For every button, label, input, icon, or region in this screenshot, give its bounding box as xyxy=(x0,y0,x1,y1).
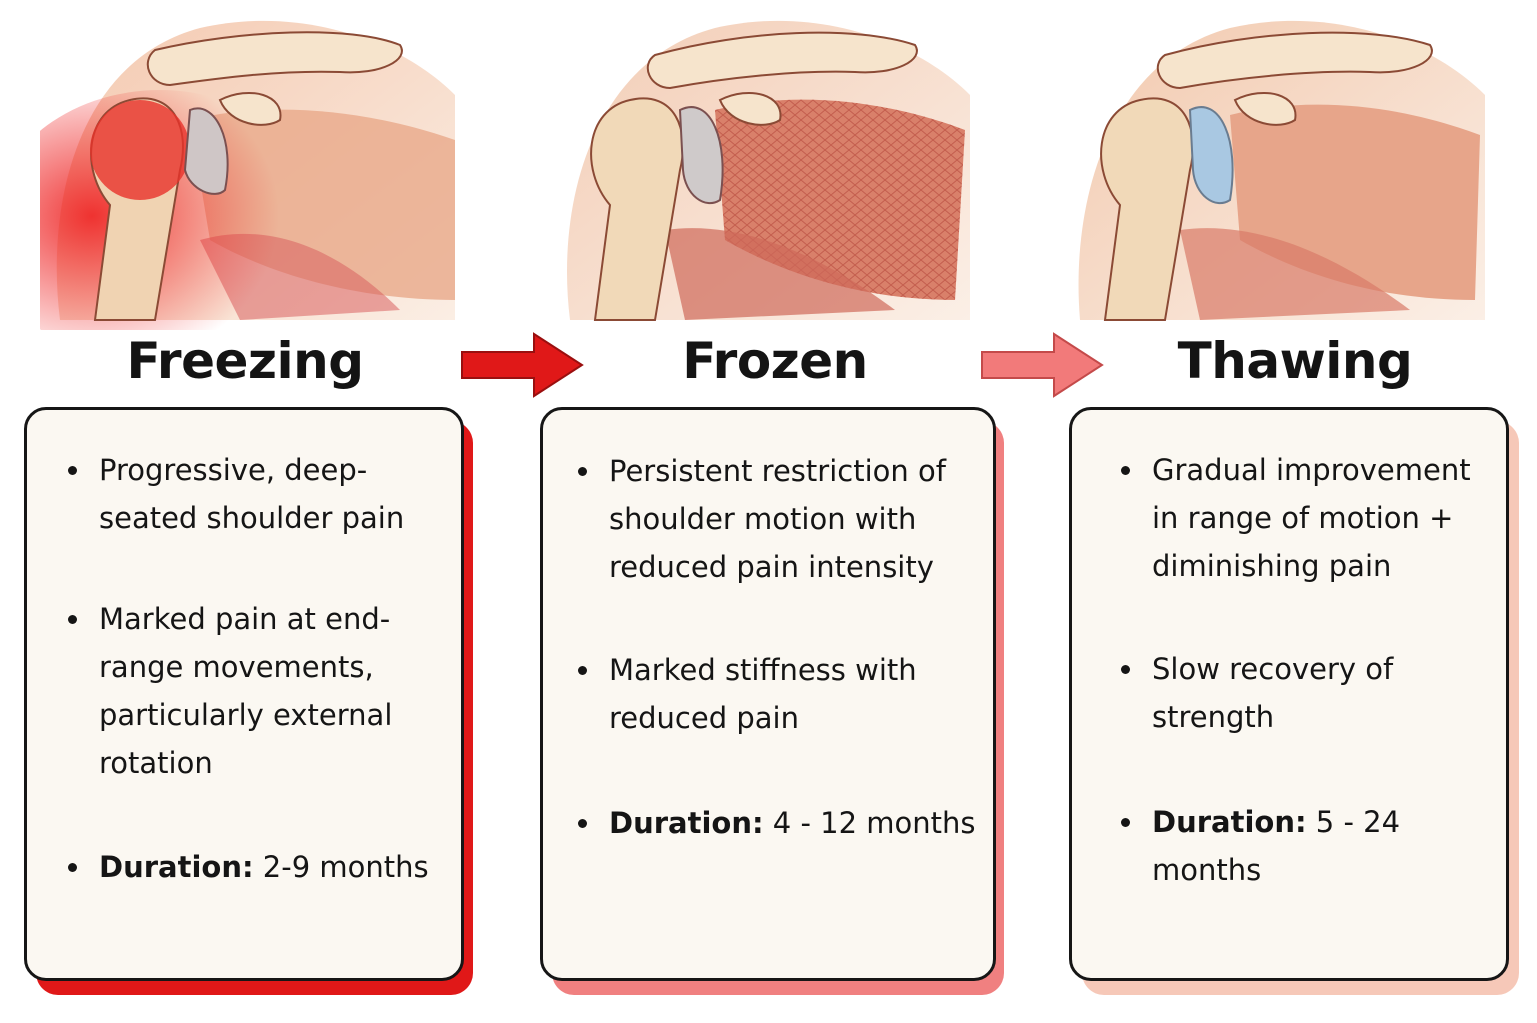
duration-label: Duration: xyxy=(99,850,254,884)
duration-label: Duration: xyxy=(609,806,764,840)
frozen-card: Persistent restriction of shoulder motio… xyxy=(540,407,996,981)
stage-title-thawing: Thawing xyxy=(1177,332,1413,390)
thawing-duration: Duration: 5 - 24 months xyxy=(1121,798,1452,894)
duration-label: Duration: xyxy=(1152,805,1307,839)
thawing-card: Gradual improvement in range of motion +… xyxy=(1069,407,1509,981)
frozen-shoulder-illustration xyxy=(555,0,975,330)
freezing-duration: Duration: 2-9 months xyxy=(68,843,459,891)
frozen-duration: Duration: 4 - 12 months xyxy=(578,799,979,847)
right-arrow-icon xyxy=(980,330,1106,400)
freezing-shoulder-illustration xyxy=(40,0,460,330)
freezing-bullet-1: Progressive, deep-seated shoulder pain xyxy=(68,446,439,542)
duration-value: 2-9 months xyxy=(262,850,429,884)
stage-title-frozen: Frozen xyxy=(682,332,868,390)
freezing-bullet-2: Marked pain at end-range movements, part… xyxy=(68,595,439,787)
stage-title-freezing: Freezing xyxy=(126,332,364,390)
duration-value: 4 - 12 months xyxy=(772,806,976,840)
right-arrow-icon xyxy=(460,330,586,400)
freezing-card: Progressive, deep-seated shoulder pain M… xyxy=(24,407,464,981)
frozen-bullet-2: Marked stiffness with reduced pain xyxy=(578,646,979,742)
duration-value: 5 - 24 months xyxy=(1152,805,1401,887)
thawing-bullet-1: Gradual improvement in range of motion +… xyxy=(1121,446,1492,590)
thawing-bullet-2: Slow recovery of strength xyxy=(1121,645,1492,741)
frozen-bullet-1: Persistent restriction of shoulder motio… xyxy=(578,447,979,591)
thawing-shoulder-illustration xyxy=(1070,0,1490,330)
